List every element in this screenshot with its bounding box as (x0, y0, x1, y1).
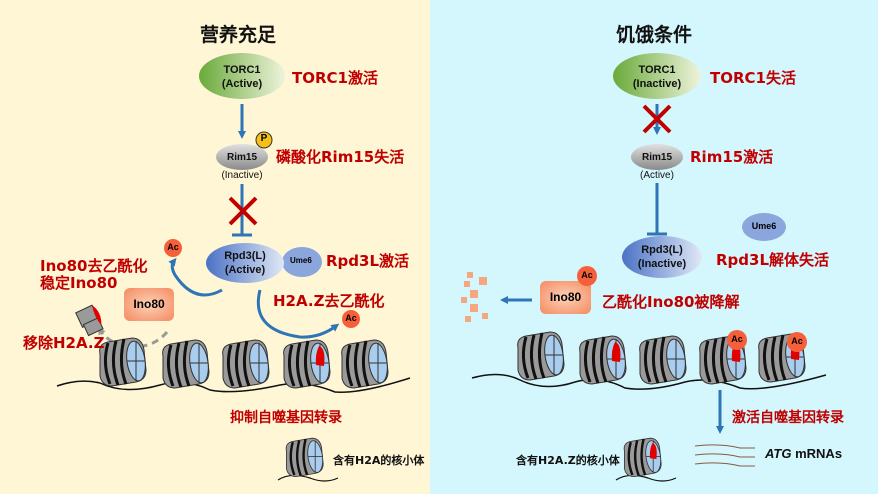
ino80-note-line2: 稳定Ino80 (40, 274, 118, 292)
starvation-title: 饥饿条件 (616, 24, 693, 46)
blocked-x-icon (642, 104, 672, 134)
legend-nucleosome-h2az (624, 438, 662, 476)
ume6-node (282, 247, 322, 277)
rpd3l-note: Rpd3L激活 (326, 252, 410, 270)
nucleosome-h2az (284, 340, 332, 388)
nucleosome-h2a (516, 330, 568, 382)
nutrient-rich-title: 营养充足 (200, 24, 277, 46)
rim15-node (631, 144, 683, 170)
torc1-state: (Inactive) (632, 78, 682, 90)
legend-dna (615, 474, 677, 482)
legend-h2az-label: 含有H2A.Z的核小体 (516, 454, 620, 467)
rim15-note: Rim15激活 (690, 148, 774, 166)
torc1-name: TORC1 (638, 64, 676, 76)
ac-circle (342, 310, 360, 328)
phospho-icon (255, 131, 273, 149)
mrna-lines (694, 444, 755, 467)
repress-outcome: 抑制自噬基因转录 (230, 410, 342, 426)
rpd3l-state: (Active) (224, 264, 266, 276)
ac-label: Ac (167, 242, 179, 252)
nucleosome-h2a (638, 334, 690, 386)
torc1-state: (Active) (221, 78, 263, 90)
ino80-label: Ino80 (549, 290, 582, 304)
legend-nucleosome-h2a (284, 436, 326, 478)
ac-circle (727, 330, 747, 350)
rpd3l-name: Rpd3(L) (224, 250, 266, 262)
ac-label: Ac (791, 336, 803, 346)
rpd3l-name: Rpd3(L) (641, 244, 683, 256)
atg-mrnas-label: ATG mRNAs (765, 446, 842, 461)
torc1-label: TORC1 (Active) (212, 63, 272, 91)
torc1-inactive-node (613, 53, 701, 99)
rim15-name: Rim15 (226, 152, 257, 163)
ino80-note: 乙酰化Ino80被降解 (602, 293, 740, 311)
mrnas-text: mRNAs (791, 446, 843, 461)
deacetylation-arrow-ino80 (168, 257, 223, 297)
rim15-node (216, 144, 268, 170)
ume6-label: Ume6 (290, 256, 312, 265)
rim15-state: (Inactive) (221, 170, 263, 181)
remove-h2az-note: 移除H2A.Z (23, 334, 105, 352)
ino80-label: Ino80 (133, 297, 165, 311)
rim15-note: 磷酸化Rim15失活 (276, 148, 405, 166)
nucleosome-h2a (161, 338, 213, 390)
deacetylation-arrow-h2az (256, 289, 340, 339)
ac-circle (577, 266, 597, 286)
torc1-note: TORC1激活 (292, 69, 378, 87)
torc1-name: TORC1 (223, 64, 261, 76)
blocked-x-icon (228, 196, 258, 226)
h2az-deacetylation-note: H2A.Z去乙酰化 (273, 292, 385, 310)
torc1-label: TORC1 (Inactive) (622, 63, 692, 91)
rpd3l-active-node (206, 243, 284, 283)
ac-circle (787, 332, 807, 352)
ac-label: Ac (345, 313, 357, 323)
rpd3l-inactive-node (622, 236, 702, 278)
activate-outcome: 激活自噬基因转录 (732, 410, 844, 426)
ino80-node (124, 288, 174, 321)
degraded-fragments (461, 272, 488, 322)
nucleosome-h2az (580, 336, 628, 384)
phospho-label: P (260, 133, 268, 144)
nucleosome-h2a (221, 338, 273, 390)
legend-dna (277, 474, 339, 482)
torc1-active-node (199, 53, 285, 99)
rpd3l-note: Rpd3L解体失活 (716, 251, 830, 269)
rpd3l-label: Rpd3(L) (Active) (211, 249, 279, 277)
rim15-name: Rim15 (641, 152, 672, 163)
rpd3l-label: Rpd3(L) (Inactive) (622, 243, 702, 271)
nucleosome-h2a (98, 336, 150, 388)
rim15-state: (Active) (640, 170, 674, 181)
torc1-note: TORC1失活 (710, 69, 796, 87)
rpd3l-state: (Inactive) (637, 258, 687, 270)
ac-circle (164, 239, 182, 257)
atg-italic: ATG (765, 446, 792, 461)
ac-label: Ac (581, 270, 593, 280)
dna-strand (56, 377, 411, 393)
ume6-label: Ume6 (751, 221, 777, 231)
ac-label: Ac (731, 334, 743, 344)
ino80-node (540, 281, 591, 314)
ume6-node (742, 213, 786, 241)
dna-strand (471, 373, 827, 390)
legend-h2a-label: 含有H2A的核小体 (333, 454, 425, 467)
ino80-note-line1: Ino80去乙酰化 (40, 257, 148, 275)
nucleosome-h2a (340, 338, 392, 390)
removed-h2az-fragment (75, 304, 104, 337)
